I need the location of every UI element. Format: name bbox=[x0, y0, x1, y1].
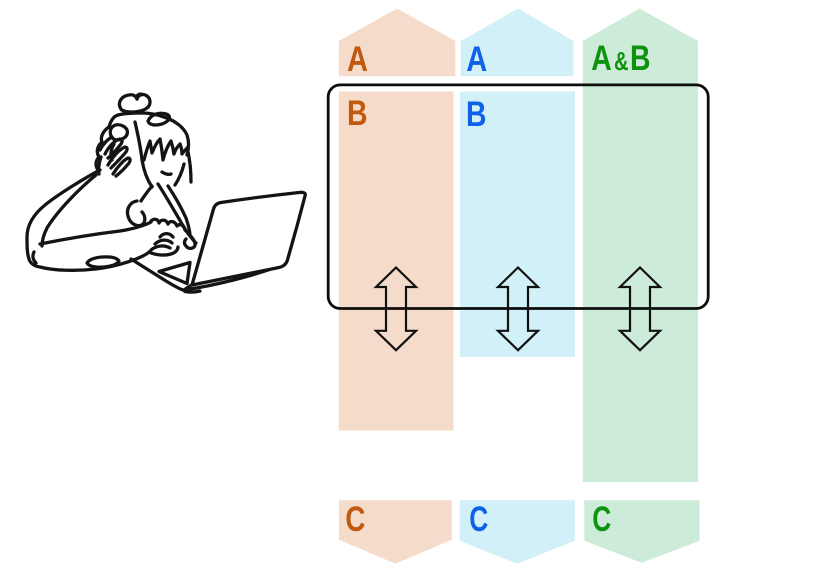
svg-text:&: & bbox=[614, 46, 629, 76]
svg-text:B: B bbox=[466, 95, 487, 134]
svg-text:A: A bbox=[347, 40, 368, 79]
svg-text:C: C bbox=[592, 500, 611, 539]
svg-text:B: B bbox=[630, 39, 651, 78]
svg-text:C: C bbox=[469, 500, 488, 539]
svg-text:B: B bbox=[347, 94, 368, 133]
svg-text:A: A bbox=[591, 39, 612, 78]
svg-text:A: A bbox=[466, 40, 487, 79]
svg-text:C: C bbox=[345, 500, 365, 539]
